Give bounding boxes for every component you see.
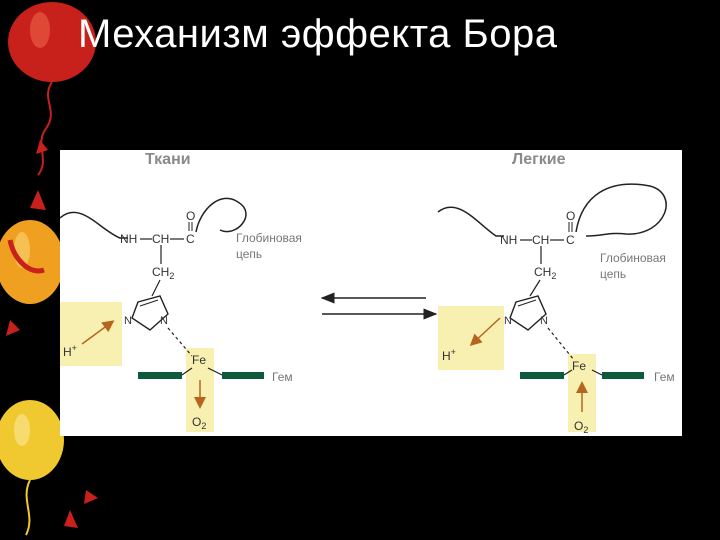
left-n1-label: N [124, 315, 132, 327]
right-n2-label: N [540, 315, 548, 327]
right-chain-label: цепь [600, 267, 626, 281]
left-chain-label: цепь [236, 247, 262, 261]
right-globin-label: Глобиновая [600, 251, 666, 265]
right-nh-label: NH [500, 233, 517, 247]
right-heme-bar-b [602, 372, 644, 379]
right-fe-label: Fe [572, 359, 586, 373]
right-heme-label: Гем [654, 370, 675, 384]
yellow-balloon [0, 400, 64, 480]
bohr-effect-diagram: Ткани Легкие NH CH C O Глобиновая цепь C… [60, 150, 682, 436]
left-h-highlight [60, 302, 122, 366]
right-o-label: O [566, 209, 575, 223]
right-h-label: H+ [442, 347, 456, 363]
left-region-title: Ткани [145, 151, 191, 168]
left-o2-label: O2 [192, 415, 206, 431]
left-heme-bar-a [138, 372, 182, 379]
left-o-label: O [186, 209, 195, 223]
right-c-label: C [566, 233, 575, 247]
left-h-label: H+ [63, 343, 77, 359]
left-ch-label: CH [152, 232, 169, 246]
left-heme-label: Гем [272, 370, 293, 384]
left-structure: NH CH C O Глобиновая цепь CH2 N N H+ [60, 197, 302, 432]
slide-title: Механизм эффекта Бора [78, 12, 558, 56]
left-ch2-label: CH2 [152, 265, 174, 281]
right-ch2-label: CH2 [534, 265, 556, 281]
left-globin-label: Глобиновая [236, 231, 302, 245]
left-nh-label: NH [120, 232, 137, 246]
right-structure: NH CH C O Глобиновая цепь CH2 N N H+ Fe [437, 183, 675, 435]
left-n2-label: N [160, 315, 168, 327]
red-balloon [8, 2, 96, 82]
right-region-title: Легкие [512, 151, 566, 168]
right-ch-label: CH [532, 233, 549, 247]
balloon-decoration [0, 2, 98, 536]
orange-balloon [0, 220, 64, 304]
left-fe-label: Fe [192, 353, 206, 367]
right-heme-bar-a [520, 372, 564, 379]
right-n1-label: N [504, 315, 512, 327]
right-o2-label: O2 [574, 419, 588, 435]
left-c-label: C [186, 232, 195, 246]
left-heme-bar-b [222, 372, 264, 379]
